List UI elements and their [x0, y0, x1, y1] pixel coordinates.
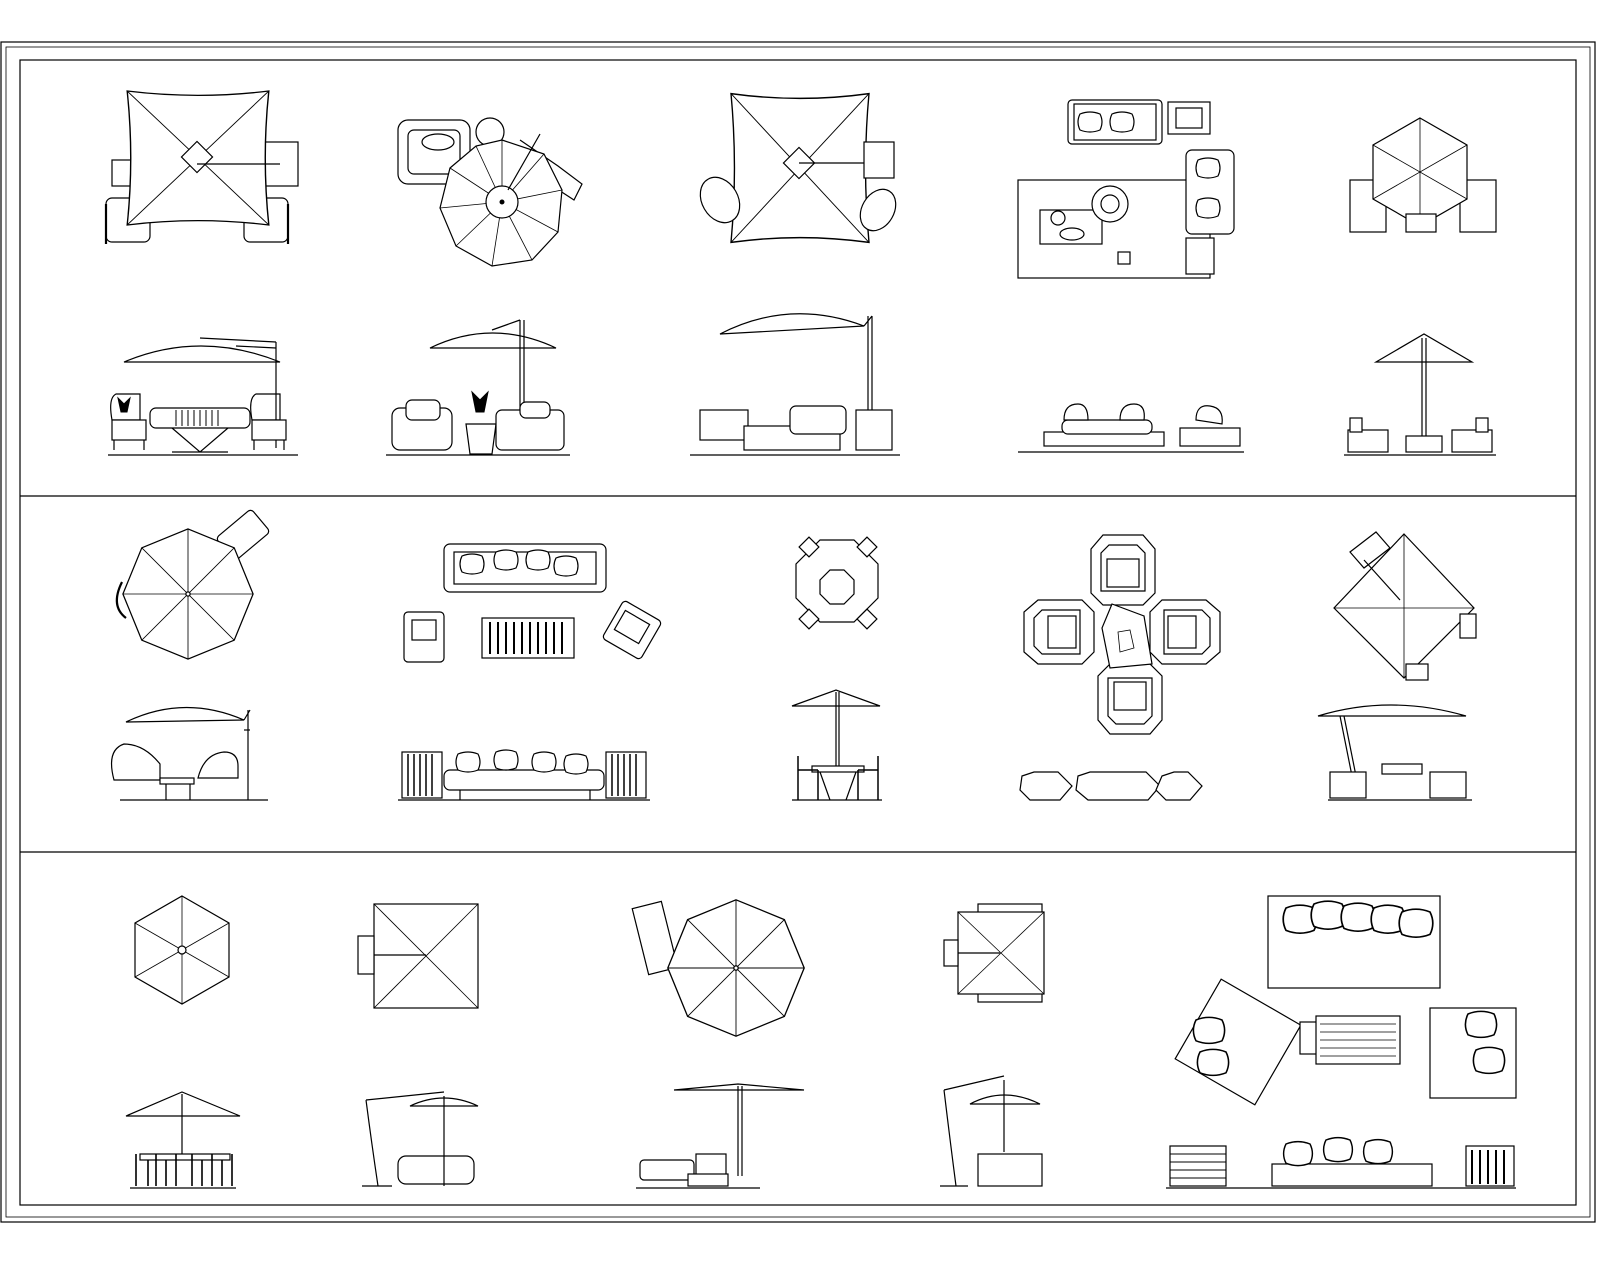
sofa-set-7-elevation [398, 749, 650, 801]
umbrella-set-5-elevation [1344, 333, 1496, 456]
dining-set-8-elevation [791, 689, 882, 801]
sofa-set-7-plan [403, 543, 662, 663]
umbrella-set-10-plan [1333, 531, 1477, 681]
umbrella-set-6-elevation [111, 706, 268, 801]
armchair-set-9-elevation [1019, 771, 1203, 801]
lounge-set-13-plan [631, 899, 805, 1037]
lounge-set-4-plan [1017, 99, 1235, 279]
cantilever-set-12-elevation [362, 1091, 479, 1187]
umbrella-set-3-elevation [690, 313, 900, 456]
cantilever-set-14-elevation [940, 1075, 1043, 1187]
dining-set-11-elevation [125, 1091, 241, 1189]
umbrella-set-5-plan [1349, 117, 1497, 233]
sheet-border [0, 41, 1596, 1223]
umbrella-set-2-plan [397, 117, 583, 267]
umbrella-set-1-elevation [108, 337, 298, 456]
lounge-set-4-elevation [1018, 403, 1244, 453]
dining-set-8-plan [795, 536, 879, 630]
umbrella-set-10-elevation [1317, 704, 1472, 801]
cantilever-set-12-plan [357, 903, 479, 1009]
lounge-set-13-elevation [636, 1083, 805, 1189]
cantilever-set-14-plan [943, 903, 1045, 1003]
umbrella-set-2-elevation [386, 319, 570, 456]
umbrella-set-6-plan [115, 509, 270, 660]
umbrella-set-3-plan [699, 92, 897, 244]
sofa-set-15-plan [1174, 895, 1517, 1106]
umbrella-set-1-plan [104, 90, 299, 244]
armchair-set-9-plan [1023, 534, 1221, 735]
sofa-set-15-elevation [1166, 1136, 1516, 1189]
dining-set-11-plan [134, 895, 230, 1005]
